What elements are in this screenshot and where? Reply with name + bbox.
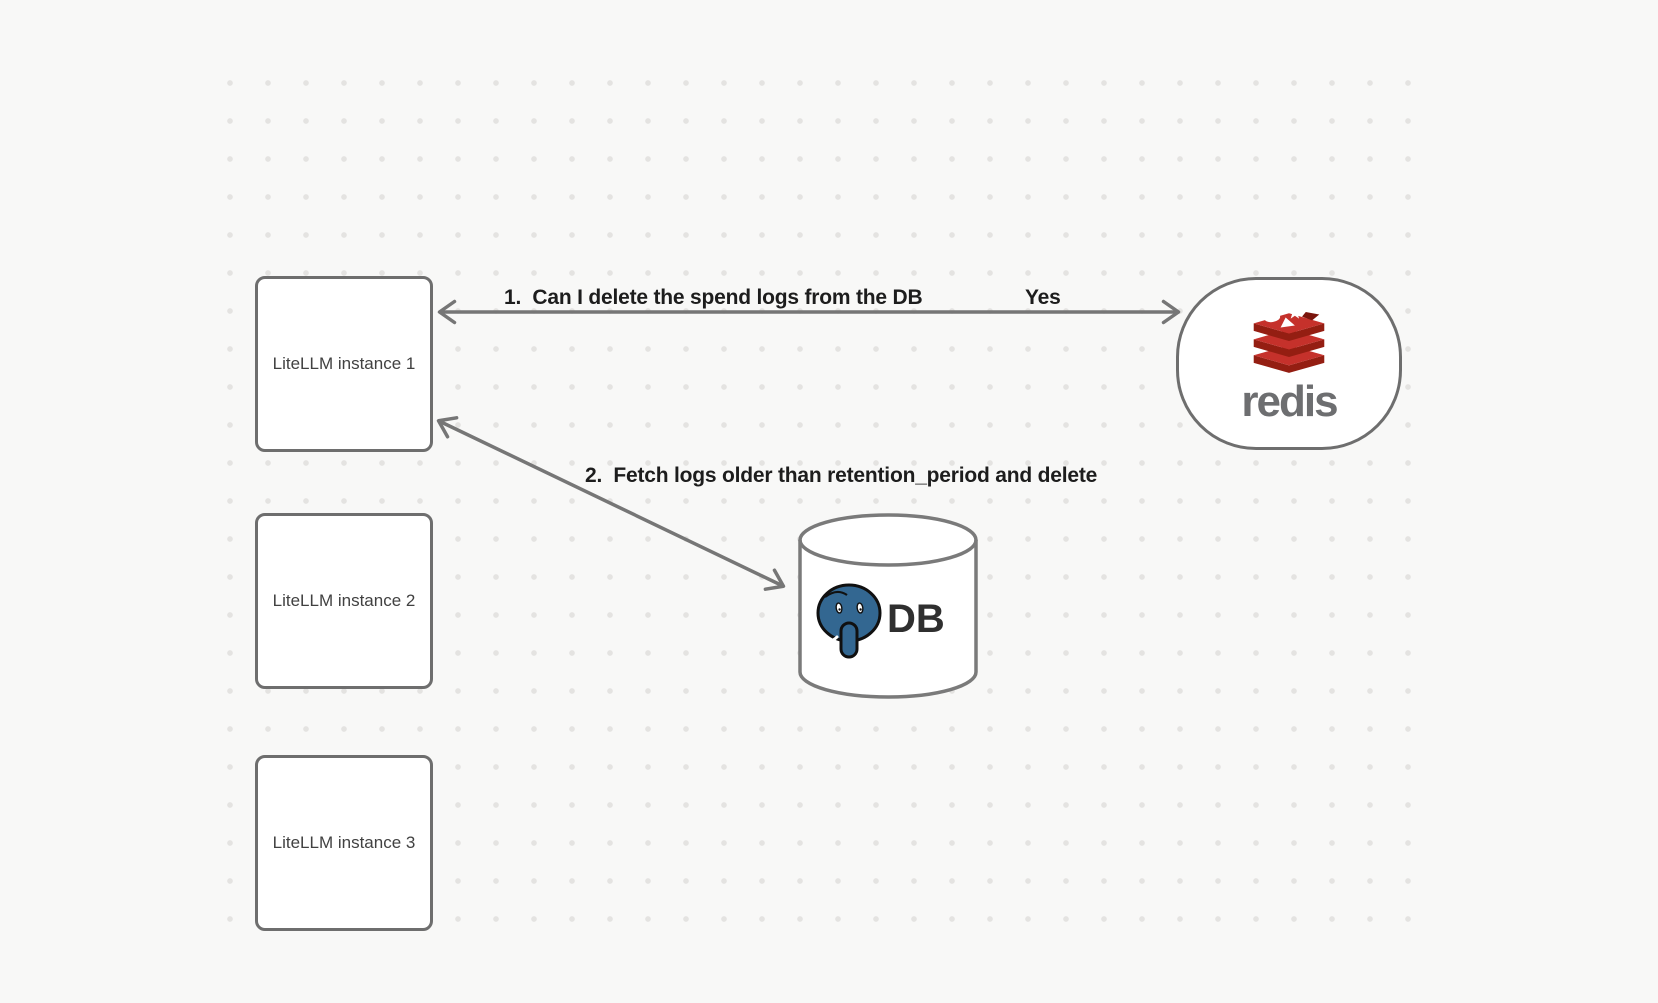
node-litellm-instance-1[interactable]: LiteLLM instance 1 xyxy=(255,276,433,452)
node-label: LiteLLM instance 3 xyxy=(272,833,416,852)
node-litellm-instance-3[interactable]: LiteLLM instance 3 xyxy=(255,755,433,931)
node-db[interactable]: DB xyxy=(797,513,979,699)
node-label: LiteLLM instance 1 xyxy=(272,354,416,373)
db-label: DB xyxy=(887,597,945,641)
redis-logo-icon xyxy=(1253,305,1325,373)
postgresql-elephant-icon xyxy=(816,583,882,659)
edge-label-fetch-logs[interactable]: 2. Fetch logs older than retention_perio… xyxy=(585,464,1098,487)
edge-label-yes[interactable]: Yes xyxy=(1025,286,1061,309)
edge-label-spend-logs-question[interactable]: 1. Can I delete the spend logs from the … xyxy=(504,286,923,309)
node-redis[interactable]: redis xyxy=(1176,277,1402,450)
db-cylinder-icon xyxy=(798,513,978,699)
node-label: LiteLLM instance 2 xyxy=(272,591,416,610)
edge-instance1-db[interactable] xyxy=(436,416,786,591)
node-litellm-instance-2[interactable]: LiteLLM instance 2 xyxy=(255,513,433,689)
redis-wordmark: redis xyxy=(1241,377,1338,426)
